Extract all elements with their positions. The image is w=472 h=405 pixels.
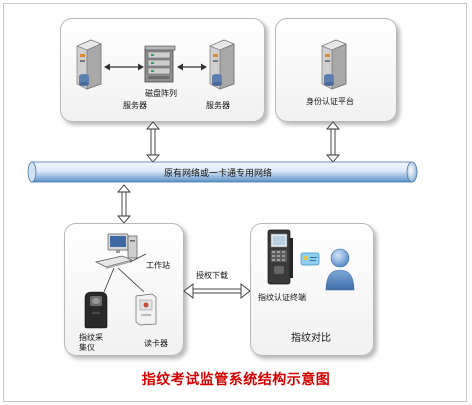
server-label: 服务器: [206, 101, 230, 110]
server-icon: [321, 39, 347, 90]
disk-array-icon: [144, 45, 176, 83]
server-icon: [209, 39, 235, 90]
id-card-icon: [300, 252, 320, 266]
fingerprint-collector-icon: [84, 291, 108, 329]
workstation-label: 工作站: [146, 261, 170, 270]
workstation-icon: [94, 233, 138, 269]
fingerprint-terminal-label: 指纹认证终端: [258, 293, 306, 302]
fingerprint-compare-label: 指纹对比: [291, 333, 331, 344]
diagram-title: 指纹考试监管系统结构示意图: [141, 372, 331, 388]
link-arrow: [104, 63, 144, 71]
card-reader-icon: [135, 293, 157, 326]
link-line: [103, 267, 145, 293]
fingerprint-collector-label: 指纹采 集仪: [79, 333, 103, 352]
fingerprint-terminal-icon: [267, 229, 293, 285]
link-arrow: [177, 63, 207, 71]
auth-platform-label: 身份认证平台: [306, 97, 354, 106]
network-bar: [27, 161, 418, 183]
link-arrow: [326, 121, 340, 163]
server-icon: [76, 39, 102, 90]
disk-array-label: 磁盘阵列: [145, 89, 177, 98]
authorize-download-label: 授权下载: [196, 271, 228, 280]
link-arrow: [117, 184, 131, 224]
link-arrow: [183, 283, 251, 299]
server-label: 服务器: [123, 101, 147, 110]
link-arrow: [146, 121, 160, 163]
card-reader-label: 读卡器: [144, 339, 168, 348]
user-icon: [325, 248, 355, 291]
network-label: 原有网络或一卡通专用网络: [164, 169, 273, 179]
link-line: [129, 253, 147, 263]
